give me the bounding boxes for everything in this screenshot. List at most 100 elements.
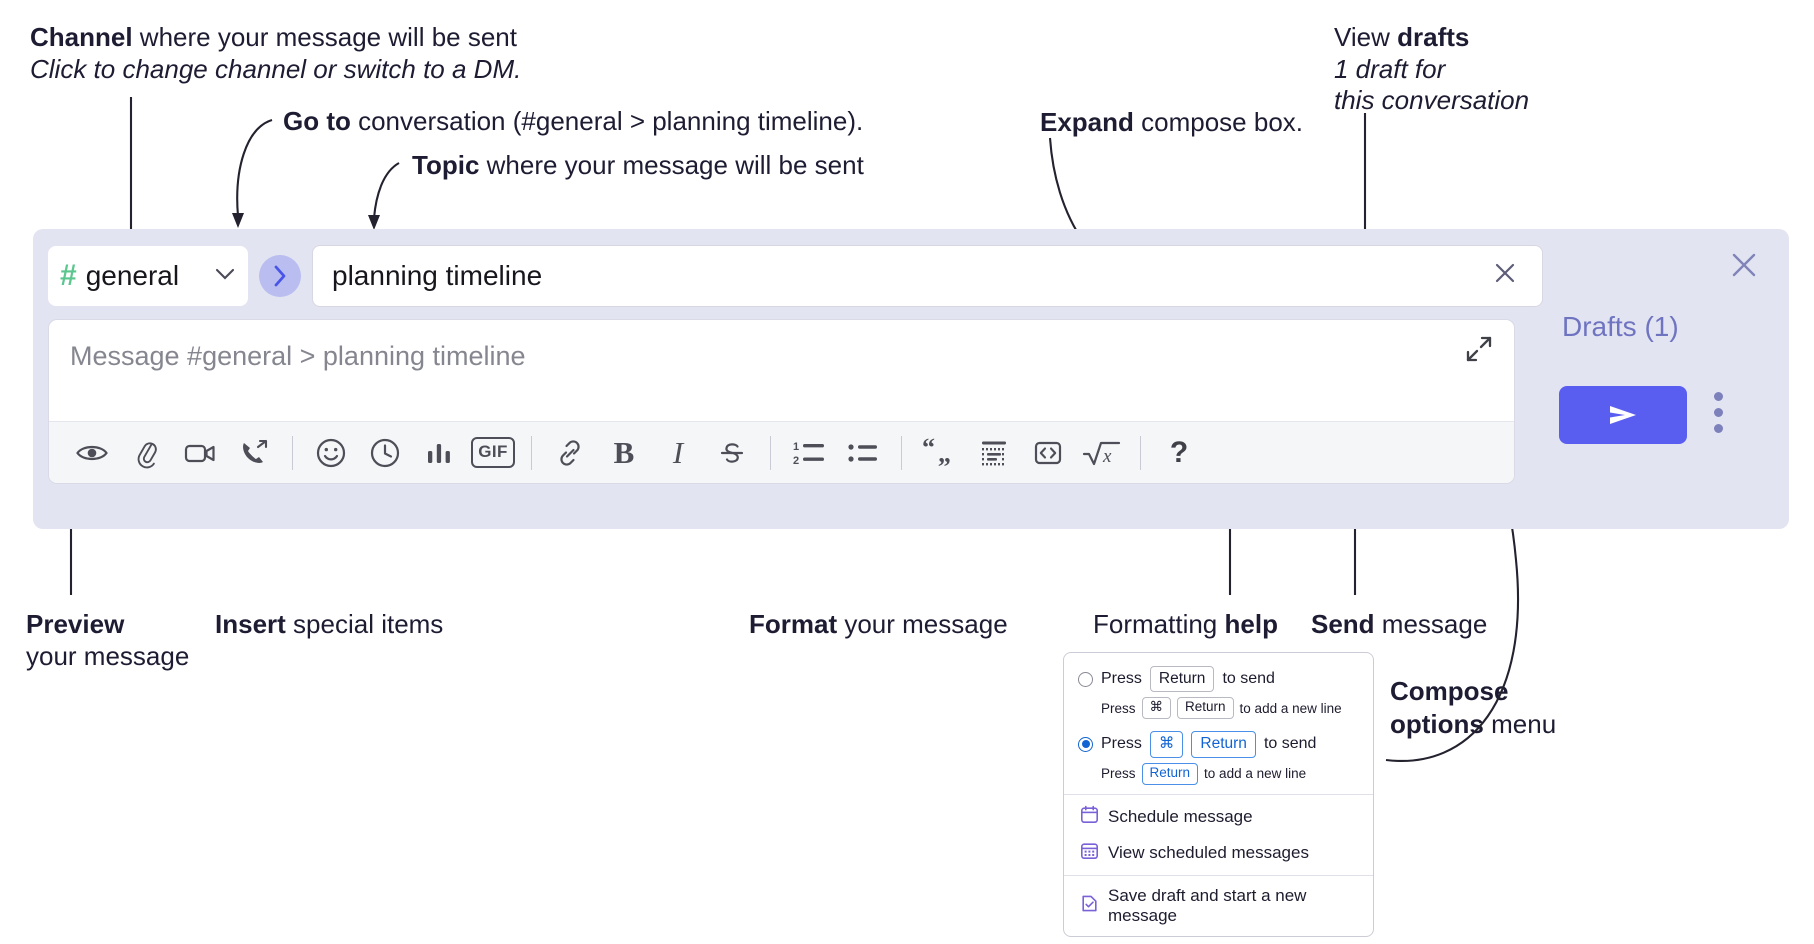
expand-icon[interactable]	[1462, 332, 1496, 366]
menu-item-view-scheduled-messages[interactable]: View scheduled messages	[1064, 835, 1373, 871]
bulleted-list-icon[interactable]	[836, 430, 890, 476]
menu-item-label: View scheduled messages	[1108, 842, 1309, 862]
drafts-link[interactable]: Drafts (1)	[1562, 311, 1679, 342]
inline-code-icon[interactable]	[1021, 430, 1075, 476]
option2-sub-press: Press	[1101, 766, 1136, 782]
annotation-topic-rest: where your message will be sent	[479, 150, 864, 180]
compose-options-button[interactable]	[1714, 392, 1723, 433]
option2-key-return: Return	[1191, 731, 1256, 758]
option1-key-return: Return	[1149, 666, 1215, 693]
menu-divider-1	[1064, 793, 1373, 795]
radio-unselected[interactable]	[1078, 671, 1093, 687]
annotation-drafts: View drafts 1 draft for this conversatio…	[1334, 22, 1529, 117]
svg-text:„: „	[938, 439, 951, 468]
compose-header-row: # general planning timeline	[48, 245, 1543, 307]
annotation-preview-strong: Preview	[26, 609, 125, 639]
annotation-send: Send message	[1311, 609, 1487, 641]
topic-value: planning timeline	[332, 260, 543, 291]
annotation-send-strong: Send	[1311, 609, 1375, 639]
annotation-drafts-line3: this conversation	[1334, 85, 1530, 116]
send-paper-plane-icon	[1610, 406, 1636, 424]
annotation-insert-rest: special items	[285, 609, 444, 639]
annotation-goto: Go to conversation (#general > planning …	[283, 106, 863, 138]
leader-topic	[372, 162, 400, 219]
video-camera-icon[interactable]	[173, 430, 227, 476]
annotation-goto-strong: Go to	[283, 106, 351, 136]
annotation-expand-rest: compose box.	[1133, 107, 1304, 137]
clock-icon[interactable]	[358, 430, 412, 476]
calendar-grid-icon	[1080, 841, 1099, 865]
option2-sub: Press Return to add a new line	[1101, 762, 1373, 785]
gif-icon[interactable]: GIF	[466, 430, 520, 476]
ordered-list-icon[interactable]: 1 2	[782, 430, 836, 476]
annotation-help-plain: Formatting	[1093, 609, 1225, 639]
annotation-drafts-plain: View	[1334, 22, 1398, 52]
send-option-return[interactable]: Press Return to send Press ⌘ Return to a…	[1064, 663, 1373, 720]
annotation-drafts-line2: 1 draft for	[1334, 53, 1446, 84]
chevron-down-icon	[214, 265, 236, 287]
go-to-conversation-button[interactable]	[259, 255, 301, 297]
formatting-help-icon[interactable]: ?	[1152, 430, 1206, 476]
italic-icon[interactable]: I	[651, 430, 705, 476]
send-button[interactable]	[1559, 386, 1687, 444]
annotation-compose-options: Compose options menu	[1390, 675, 1580, 742]
code-block-icon[interactable]	[967, 430, 1021, 476]
kebab-dot-1	[1714, 392, 1723, 401]
message-input-container: Message #general > planning timeline	[48, 319, 1515, 484]
toolbar-divider-5	[1140, 435, 1141, 470]
menu-item-schedule-message[interactable]: Schedule message	[1064, 799, 1373, 835]
annotation-channel-rest: where your message will be sent	[132, 22, 517, 52]
option2-tail: to send	[1263, 735, 1317, 753]
toolbar-divider-1	[292, 435, 293, 470]
link-icon[interactable]	[543, 430, 597, 476]
message-placeholder: Message #general > planning timeline	[70, 341, 526, 371]
option2-sub-tail: to add a new line	[1204, 766, 1307, 782]
annotation-channel: Channel where your message will be sent …	[30, 22, 521, 85]
annotation-topic-strong: Topic	[412, 150, 480, 180]
annotation-help-strong: help	[1224, 609, 1278, 639]
svg-text:2: 2	[793, 455, 799, 467]
annotation-expand-strong: Expand	[1040, 107, 1134, 137]
annotation-channel-sub: Click to change channel or switch to a D…	[30, 53, 522, 84]
annotation-format-rest: your message	[837, 609, 1008, 639]
preview-eye-icon[interactable]	[65, 430, 119, 476]
option1-sub-tail: to add a new line	[1239, 700, 1342, 716]
option1-sub-key-return: Return	[1177, 697, 1234, 720]
menu-divider-2	[1064, 874, 1373, 876]
option1-sub-press: Press	[1101, 700, 1136, 716]
poll-bars-icon[interactable]	[412, 430, 466, 476]
radio-selected[interactable]	[1078, 736, 1093, 752]
annotation-send-rest: message	[1374, 609, 1488, 639]
math-sqrt-icon[interactable]: x	[1075, 430, 1129, 476]
menu-item-save-draft[interactable]: Save draft and start a new message	[1064, 880, 1373, 936]
option1-tail: to send	[1222, 670, 1275, 688]
annotation-preview: Preview your message	[26, 609, 189, 672]
close-compose-icon[interactable]	[1726, 247, 1762, 283]
annotation-channel-strong: Channel	[30, 22, 133, 52]
send-option-cmd-return[interactable]: Press ⌘ Return to send Press Return to a…	[1064, 728, 1373, 785]
strikethrough-icon[interactable]	[705, 430, 759, 476]
annotation-preview-rest: your message	[26, 640, 190, 671]
blockquote-icon[interactable]: “ „	[913, 430, 967, 476]
attachment-paperclip-icon[interactable]	[119, 430, 173, 476]
calendar-icon	[1080, 805, 1099, 829]
kebab-dot-2	[1714, 408, 1723, 417]
compose-options-menu: Press Return to send Press ⌘ Return to a…	[1063, 652, 1374, 937]
channel-selector[interactable]: # general	[48, 246, 248, 306]
annotation-compose-options-rest: menu	[1491, 709, 1557, 740]
annotation-topic: Topic where your message will be sent	[412, 150, 864, 182]
option1-press: Press	[1101, 670, 1142, 688]
toolbar-divider-3	[770, 435, 771, 470]
phone-forward-icon[interactable]	[227, 430, 281, 476]
svg-text:“: “	[922, 438, 935, 462]
message-compose-box: # general planning timeline	[33, 229, 1789, 529]
close-icon[interactable]	[1486, 258, 1524, 294]
compose-main-column: # general planning timeline	[33, 229, 1543, 484]
bold-icon[interactable]: B	[597, 430, 651, 476]
option2-key-cmd: ⌘	[1149, 731, 1184, 758]
topic-input[interactable]: planning timeline	[312, 245, 1543, 307]
menu-item-label: Save draft and start a new message	[1108, 885, 1307, 925]
message-input[interactable]: Message #general > planning timeline	[49, 320, 1514, 421]
emoji-smiley-icon[interactable]	[304, 430, 358, 476]
